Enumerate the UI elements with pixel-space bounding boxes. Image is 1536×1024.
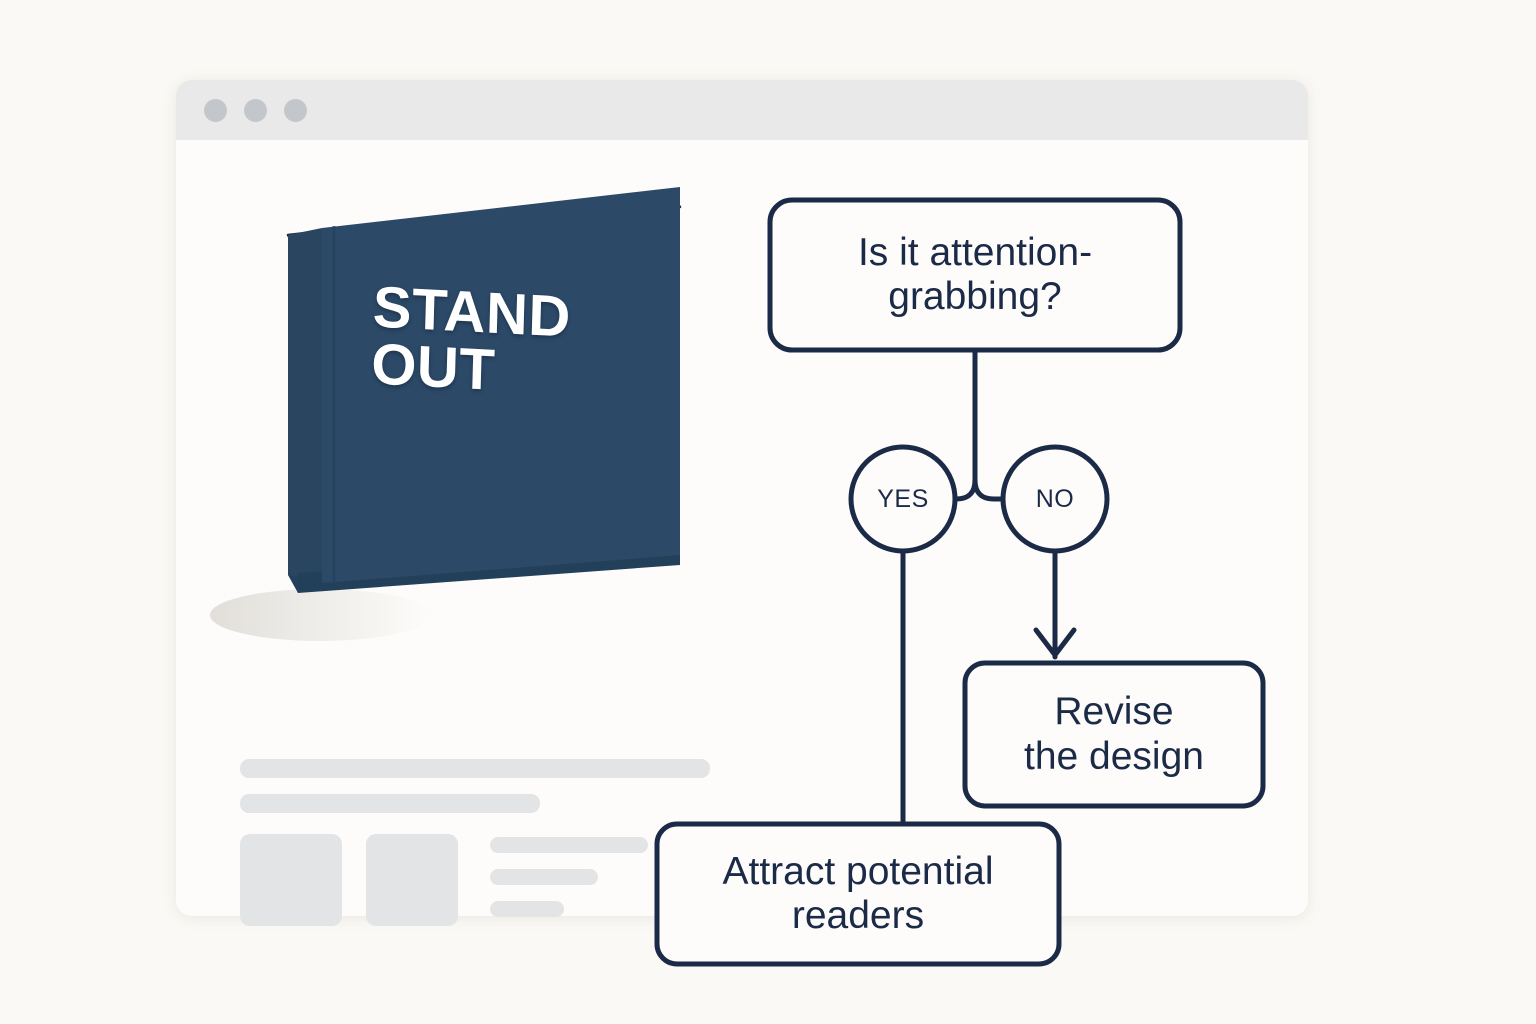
skeleton-bar-short-1 bbox=[490, 837, 648, 853]
window-dot-close-icon[interactable] bbox=[204, 99, 227, 122]
skeleton-bar-short-2 bbox=[490, 869, 598, 885]
book-illustration: STAND OUT bbox=[200, 95, 720, 675]
skeleton-bar-long bbox=[240, 759, 710, 778]
skeleton-bar-short-3 bbox=[490, 901, 564, 917]
book-svg bbox=[210, 187, 682, 641]
book-front-cover bbox=[322, 187, 680, 583]
window-controls bbox=[204, 99, 307, 122]
skeleton-thumbnail-2 bbox=[366, 834, 458, 926]
browser-titlebar bbox=[176, 80, 1308, 140]
window-dot-maximize-icon[interactable] bbox=[284, 99, 307, 122]
book-shadow bbox=[210, 589, 430, 641]
book-spine-face bbox=[288, 228, 322, 583]
skeleton-thumbnail-1 bbox=[240, 834, 342, 926]
window-dot-minimize-icon[interactable] bbox=[244, 99, 267, 122]
skeleton-bar-medium bbox=[240, 794, 540, 813]
